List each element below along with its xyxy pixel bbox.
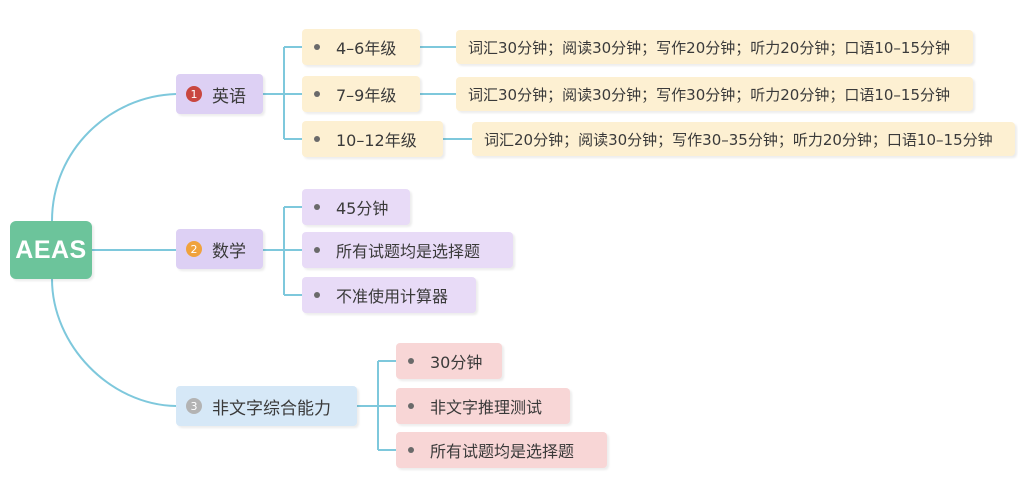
leaf-nonverbal-duration[interactable]: 30分钟 xyxy=(396,343,502,379)
leaf-label: 不准使用计算器 xyxy=(336,287,449,306)
bullet-icon xyxy=(314,44,320,50)
leaf-label: 45分钟 xyxy=(336,199,389,218)
leaf-math-multiple-choice[interactable]: 所有试题均是选择题 xyxy=(302,232,513,268)
branch-label: 英语 xyxy=(212,86,246,107)
leaf-label: 非文字推理测试 xyxy=(430,398,543,417)
bullet-icon xyxy=(314,204,320,210)
number-2-badge-icon: 2 xyxy=(186,241,202,257)
leaf-grade-7-9[interactable]: 7–9年级 xyxy=(302,76,420,112)
leaf-label: 所有试题均是选择题 xyxy=(336,242,481,261)
leaf-grade-4-6[interactable]: 4–6年级 xyxy=(302,29,420,65)
detail-text: 词汇20分钟；阅读30分钟；写作30–35分钟；听力20分钟；口语10–15分钟 xyxy=(484,130,993,149)
root-label: AEAS xyxy=(15,235,87,264)
leaf-math-duration[interactable]: 45分钟 xyxy=(302,189,410,225)
bullet-icon xyxy=(408,447,414,453)
bullet-icon xyxy=(314,247,320,253)
bullet-icon xyxy=(314,91,320,97)
number-1-badge-icon: 1 xyxy=(186,86,202,102)
leaf-label: 所有试题均是选择题 xyxy=(430,442,575,461)
detail-grade-4-6[interactable]: 词汇30分钟；阅读30分钟；写作20分钟；听力20分钟；口语10–15分钟 xyxy=(456,30,973,64)
bullet-icon xyxy=(408,358,414,364)
detail-grade-7-9[interactable]: 词汇30分钟；阅读30分钟；写作30分钟；听力20分钟；口语10–15分钟 xyxy=(456,77,973,111)
leaf-label: 30分钟 xyxy=(430,353,483,372)
detail-text: 词汇30分钟；阅读30分钟；写作30分钟；听力20分钟；口语10–15分钟 xyxy=(468,85,951,104)
leaf-nonverbal-reasoning[interactable]: 非文字推理测试 xyxy=(396,388,570,424)
leaf-label: 7–9年级 xyxy=(336,86,397,105)
bullet-icon xyxy=(314,292,320,298)
branch-label: 数学 xyxy=(212,241,246,262)
root-node[interactable]: AEAS xyxy=(10,221,92,279)
branch-english[interactable]: 1 英语 xyxy=(176,74,263,114)
number-3-badge-icon: 3 xyxy=(186,398,202,414)
leaf-nonverbal-multiple-choice[interactable]: 所有试题均是选择题 xyxy=(396,432,607,468)
bullet-icon xyxy=(408,403,414,409)
leaf-label: 10–12年级 xyxy=(336,131,417,150)
branch-label: 非文字综合能力 xyxy=(212,398,331,419)
leaf-math-no-calculator[interactable]: 不准使用计算器 xyxy=(302,277,476,313)
branch-math[interactable]: 2 数学 xyxy=(176,229,263,269)
detail-grade-10-12[interactable]: 词汇20分钟；阅读30分钟；写作30–35分钟；听力20分钟；口语10–15分钟 xyxy=(472,122,1015,156)
leaf-grade-10-12[interactable]: 10–12年级 xyxy=(302,121,443,157)
bullet-icon xyxy=(314,136,320,142)
leaf-label: 4–6年级 xyxy=(336,39,397,58)
detail-text: 词汇30分钟；阅读30分钟；写作20分钟；听力20分钟；口语10–15分钟 xyxy=(468,38,951,57)
branch-nonverbal[interactable]: 3 非文字综合能力 xyxy=(176,386,357,426)
